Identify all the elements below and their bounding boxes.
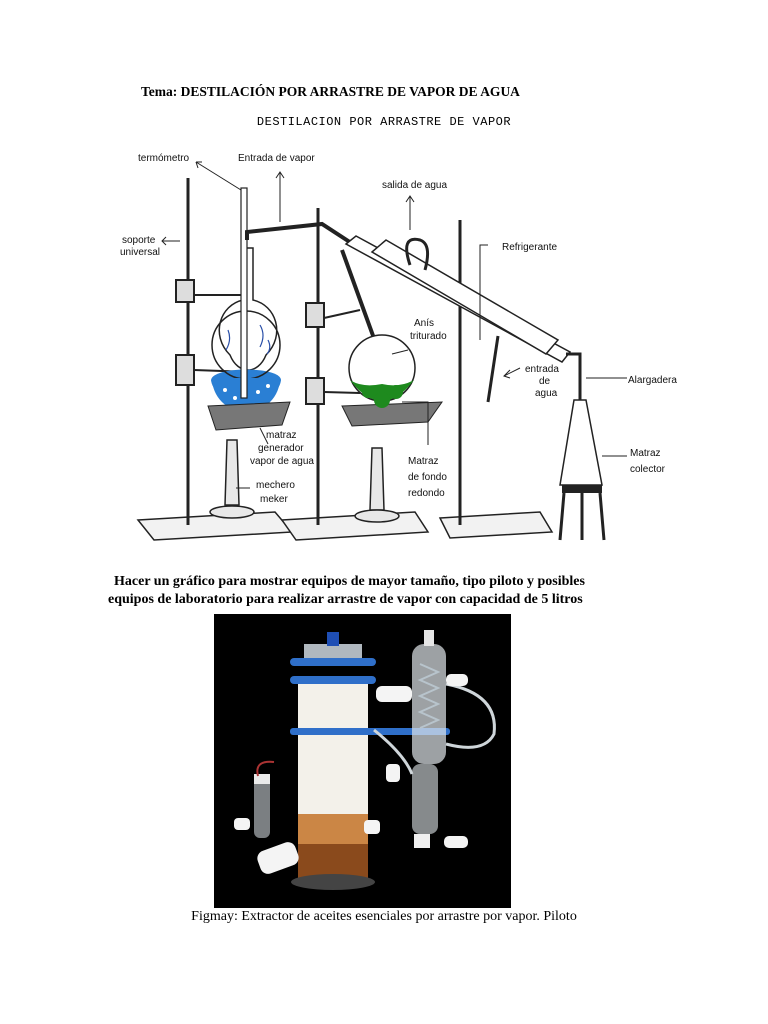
label-entrada-agua-1: entrada bbox=[525, 364, 559, 375]
label-matraz-fondo-3: redondo bbox=[408, 488, 445, 499]
burners bbox=[210, 440, 399, 522]
pilot-extractor-photo bbox=[214, 614, 511, 908]
label-matraz-fondo-1: Matraz bbox=[408, 456, 439, 467]
base-plates bbox=[138, 512, 552, 540]
coil-condenser bbox=[412, 644, 446, 764]
figure-caption: Figmay: Extractor de aceites esenciales … bbox=[0, 909, 768, 925]
label-salida-agua: salida de agua bbox=[382, 180, 447, 191]
label-entrada-vapor: Entrada de vapor bbox=[238, 153, 315, 164]
instructions: Hacer un gráfico para mostrar equipos de… bbox=[108, 573, 668, 609]
collector-flask bbox=[560, 400, 604, 540]
label-mechero-1: mechero bbox=[256, 480, 295, 491]
vapor-tube bbox=[247, 224, 362, 250]
wire-gauzes bbox=[208, 402, 442, 430]
distillation-diagram: termómetro Entrada de vapor salida de ag… bbox=[110, 140, 680, 555]
label-matraz-col-2: colector bbox=[630, 464, 666, 475]
label-soporte-2: universal bbox=[120, 247, 160, 258]
label-matraz-gen-3: vapor de agua bbox=[250, 456, 314, 467]
diagram-title: DESTILACION POR ARRASTRE DE VAPOR bbox=[0, 115, 768, 129]
label-soporte-1: soporte bbox=[122, 235, 156, 246]
label-matraz-col-1: Matraz bbox=[630, 448, 661, 459]
steam-generator-flask bbox=[211, 188, 281, 412]
label-mechero-2: meker bbox=[260, 494, 288, 505]
page-title: Tema: DESTILACIÓN POR ARRASTRE DE VAPOR … bbox=[141, 84, 520, 100]
instructions-line-2: equipos de laboratorio para realizar arr… bbox=[108, 591, 668, 609]
label-matraz-fondo-2: de fondo bbox=[408, 472, 447, 483]
label-entrada-agua-3: agua bbox=[535, 388, 558, 399]
label-refrigerante: Refrigerante bbox=[502, 242, 557, 253]
label-anis-2: triturado bbox=[410, 331, 447, 342]
label-entrada-agua-2: de bbox=[539, 376, 551, 387]
label-matraz-gen-2: generador bbox=[258, 443, 304, 454]
label-matraz-gen-1: matraz bbox=[266, 430, 297, 441]
instructions-line-1: Hacer un gráfico para mostrar equipos de… bbox=[108, 573, 668, 591]
label-termometro: termómetro bbox=[138, 153, 190, 164]
label-alargadera: Alargadera bbox=[628, 375, 677, 386]
label-anis-1: Anís bbox=[414, 318, 434, 329]
